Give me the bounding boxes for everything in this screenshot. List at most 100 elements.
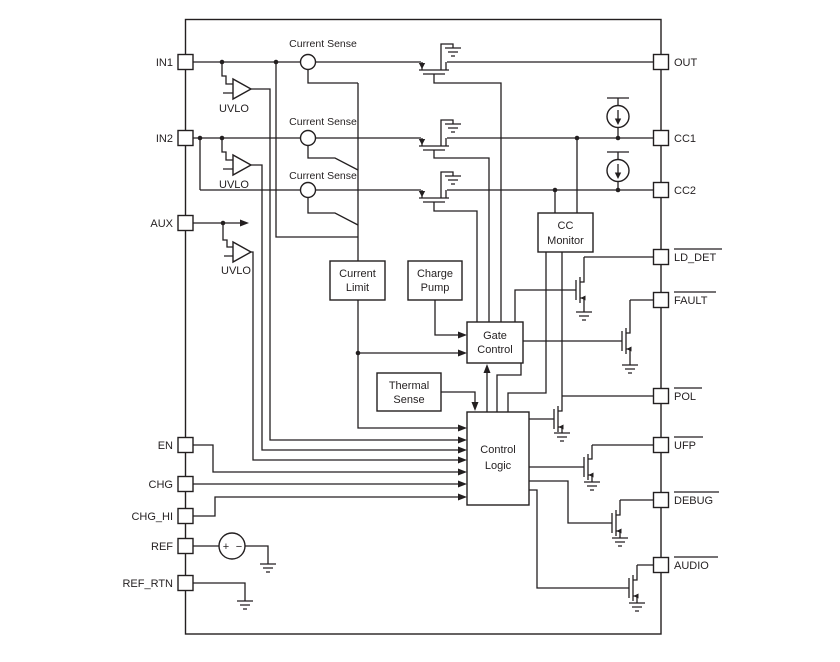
pin-cc1: CC1 xyxy=(652,129,696,147)
wire-uvlo1-out xyxy=(251,88,458,441)
ground-icon xyxy=(622,364,638,374)
pin-in2: IN2 xyxy=(156,129,194,147)
arrowhead xyxy=(458,349,467,357)
arrowhead xyxy=(458,456,467,464)
pin-label: EN xyxy=(158,440,173,452)
uvlo2-label: UVLO xyxy=(219,179,249,191)
wire-gc-lddet-gate xyxy=(514,289,576,322)
pin-in1: IN1 xyxy=(156,53,194,71)
wire-chg-hi xyxy=(192,496,458,517)
wire-gate-fet2 xyxy=(433,150,490,322)
chip-outline xyxy=(184,18,662,635)
ground-icon xyxy=(629,602,645,612)
arrowhead xyxy=(458,446,467,454)
ground-icon xyxy=(445,175,461,185)
pass-fet-cc2 xyxy=(418,171,461,203)
pass-fet-cc1 xyxy=(418,119,461,151)
wire-uvlo1-in xyxy=(221,62,233,94)
ground-icon xyxy=(612,537,628,547)
arrowhead-down xyxy=(471,402,479,411)
wire-uvlo2-in xyxy=(221,138,233,170)
block-label: Current xyxy=(339,268,376,280)
wire-cs3-tap xyxy=(307,197,359,226)
pin-ufp: UFP xyxy=(652,436,703,454)
pass-fet-out xyxy=(418,43,461,75)
current-sources xyxy=(606,97,630,190)
current-sense-2-symbol xyxy=(299,129,317,147)
ground-icon xyxy=(584,481,600,491)
wire-debug xyxy=(529,480,654,524)
ufp-fet xyxy=(583,454,600,491)
current-source-cc2 xyxy=(606,151,630,190)
current-sense-2-label: Current Sense xyxy=(289,116,357,128)
pin-label: AUDIO xyxy=(674,560,709,572)
block-label: Control xyxy=(480,444,515,456)
wire-gate-fet1 xyxy=(433,74,502,322)
uvlo2-comparator xyxy=(232,153,253,177)
block-charge-pump: Charge Pump xyxy=(407,260,463,301)
wire-gate-fet3 xyxy=(433,202,478,322)
block-label: Pump xyxy=(421,282,450,294)
pin-audio: AUDIO xyxy=(652,556,718,574)
pin-label: REF xyxy=(151,541,173,553)
pin-cc2: CC2 xyxy=(652,181,696,199)
pin-chg-hi: CHG_HI xyxy=(131,507,194,525)
ref-source: + − xyxy=(218,532,276,610)
wire-gc-to-cl xyxy=(496,363,522,412)
audio-fet xyxy=(628,575,645,612)
current-sense-3-label: Current Sense xyxy=(289,170,357,182)
pin-out: OUT xyxy=(652,53,698,71)
open-drain-fets xyxy=(553,277,645,612)
wire-current-limit-out xyxy=(357,300,458,429)
block-label: Thermal xyxy=(389,380,429,392)
uvlo-comparators: UVLO UVLO UVLO xyxy=(219,77,253,277)
current-sense-3-symbol xyxy=(299,181,317,199)
ground-icon xyxy=(445,47,461,57)
current-source-cc1 xyxy=(606,97,630,138)
arrowhead xyxy=(458,424,467,432)
uvlo1-label: UVLO xyxy=(219,103,249,115)
block-thermal-sense: Thermal Sense xyxy=(376,372,442,412)
pin-chg: CHG xyxy=(149,475,194,493)
pin-label: UFP xyxy=(674,440,696,452)
ground-icon xyxy=(576,311,592,321)
pin-en: EN xyxy=(158,436,194,454)
wire-charge-pump-out xyxy=(434,300,458,336)
pin-aux: AUX xyxy=(150,214,194,232)
block-label: CC xyxy=(558,220,574,232)
wire-uvlo2-out xyxy=(251,164,458,451)
arrowhead-up xyxy=(483,364,491,373)
pin-pol: POL xyxy=(652,387,702,405)
pin-label: POL xyxy=(674,391,696,403)
wire-cs2-tap xyxy=(307,145,359,171)
ground-icon xyxy=(445,123,461,133)
current-sense-elements: Current Sense Current Sense Current Sens… xyxy=(289,38,357,199)
block-current-limit: Current Limit xyxy=(329,260,386,301)
current-sense-1-symbol xyxy=(299,53,317,71)
pin-debug: DEBUG xyxy=(652,491,719,509)
arrowheads xyxy=(240,219,491,501)
pin-label: IN1 xyxy=(156,57,173,69)
arrowhead xyxy=(458,436,467,444)
arrowhead xyxy=(458,331,467,339)
right-pins: OUT CC1 CC2 LD_DET FAULT POL UFP xyxy=(652,53,722,574)
pin-label: CC1 xyxy=(674,133,696,145)
wire-ccmon-taps xyxy=(554,138,578,213)
uvlo3-comparator xyxy=(232,240,253,264)
pin-label: REF_RTN xyxy=(122,578,173,590)
block-gate-control: Gate Control xyxy=(466,321,524,364)
pin-ld-det: LD_DET xyxy=(652,248,722,266)
wire-lddet xyxy=(580,256,654,283)
current-sense-1-label: Current Sense xyxy=(289,38,357,50)
wire-in1-sense xyxy=(275,62,358,238)
pin-fault: FAULT xyxy=(652,291,716,309)
plus-sign: + xyxy=(223,541,229,553)
pin-label: OUT xyxy=(674,57,698,69)
block-label: Logic xyxy=(485,460,512,472)
block-label: Gate xyxy=(483,330,507,342)
pin-ref: REF xyxy=(151,537,194,555)
arrowhead xyxy=(240,219,249,227)
pin-label: AUX xyxy=(150,218,173,230)
